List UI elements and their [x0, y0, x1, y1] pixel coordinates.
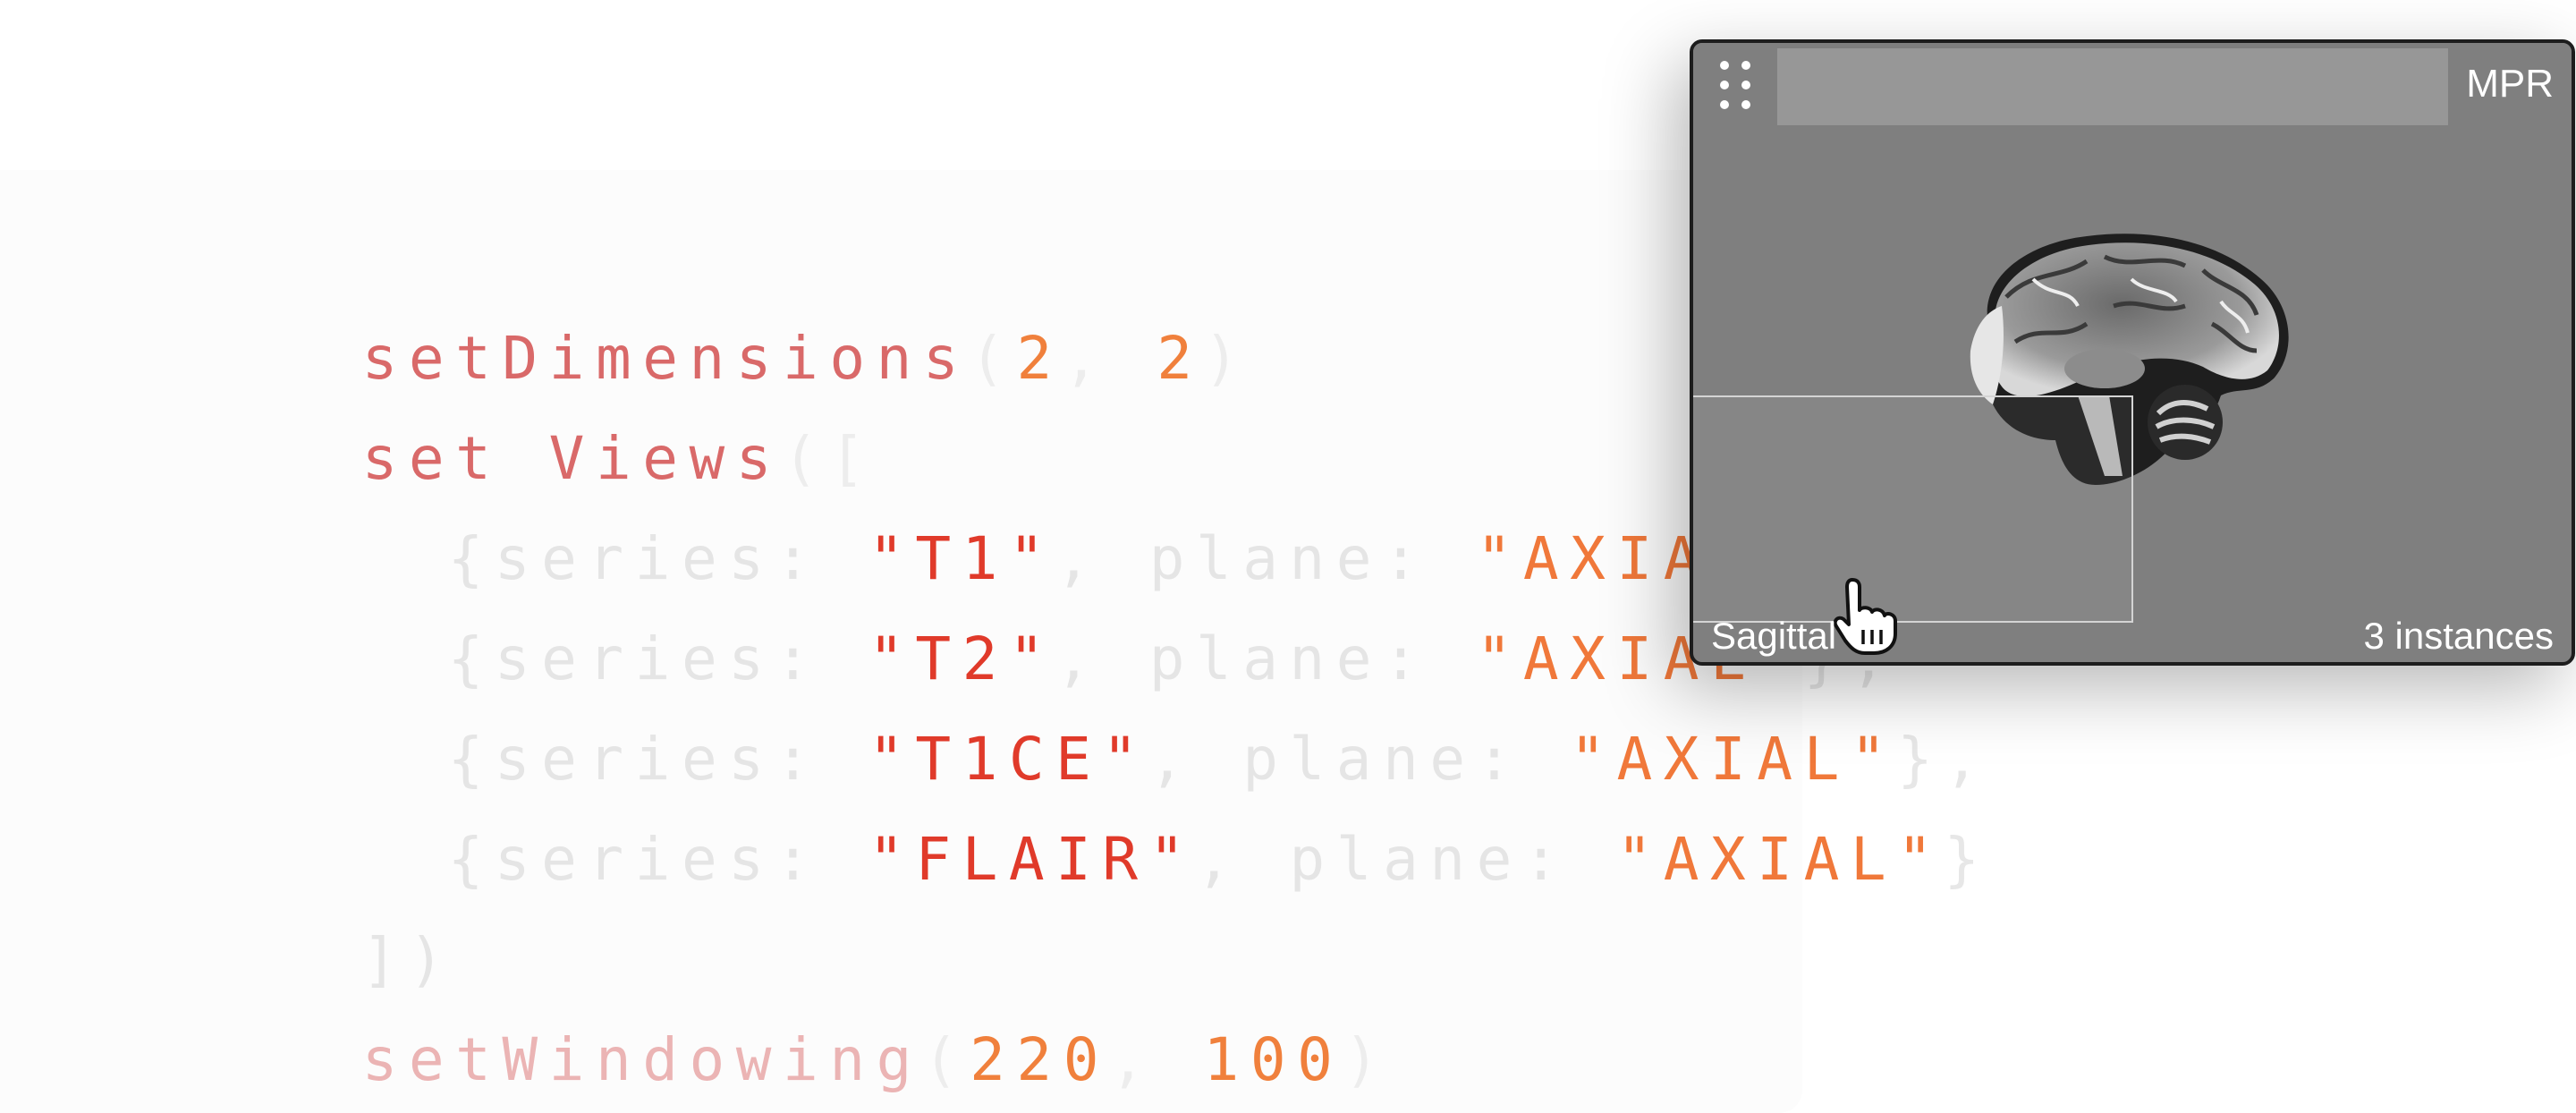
- image-viewport[interactable]: [1693, 127, 2572, 655]
- code-line-set-views: set Views([: [361, 424, 877, 493]
- panel-footer: Sagittal 3 instances: [1693, 605, 2572, 662]
- fn-views: Views: [548, 424, 784, 493]
- selection-rectangle[interactable]: [1693, 395, 2133, 623]
- code-row-t1ce: {series: "T1CE", plane: "AXIAL"},: [447, 725, 1991, 794]
- mpr-viewer-panel: MPR Sagittal: [1690, 39, 2575, 666]
- instances-count: 3 instances: [2363, 615, 2554, 657]
- code-line-set-dimensions: setDimensions(2, 2): [361, 324, 1250, 393]
- code-card: [0, 170, 1802, 1113]
- panel-title-bar[interactable]: [1777, 48, 2448, 125]
- code-line-set-windowing: setWindowing(220, 100): [361, 1025, 1391, 1094]
- series-t1ce: "T1CE": [869, 725, 1149, 794]
- code-line-close-array: ]): [361, 925, 456, 994]
- series-t1: "T1": [869, 524, 1056, 593]
- mpr-mode-label[interactable]: MPR: [2466, 62, 2554, 106]
- hand-pointer-cursor-icon: [1833, 578, 1897, 655]
- series-t2: "T2": [869, 624, 1056, 693]
- fn-set-windowing: setWindowing: [361, 1025, 923, 1094]
- drag-handle-icon[interactable]: [1693, 43, 1777, 127]
- plane-label: Sagittal: [1711, 615, 1837, 657]
- plane-axial: "AXIAL": [1570, 725, 1898, 794]
- code-row-t2: {series: "T2", plane: "AXIAL"},: [447, 624, 1886, 693]
- series-flair: "FLAIR": [869, 825, 1196, 894]
- brain-scan-image: [1970, 234, 2289, 485]
- plane-axial: "AXIAL": [1616, 825, 1945, 894]
- fn-set-dimensions: setDimensions: [361, 324, 970, 393]
- fn-set: set: [361, 424, 503, 493]
- code-row-flair: {series: "FLAIR", plane: "AXIAL"}: [447, 825, 1991, 894]
- panel-header: MPR: [1693, 43, 2572, 127]
